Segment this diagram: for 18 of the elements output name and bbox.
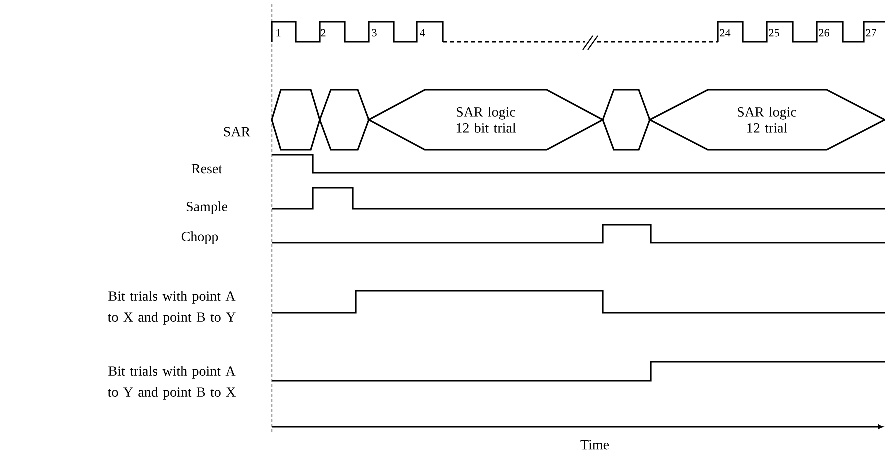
signal-label: SAR: [224, 127, 251, 137]
clock-number: 26: [819, 29, 830, 37]
clock-number: 2: [321, 29, 326, 37]
signal-label: Chopp: [182, 232, 218, 244]
clock-number: 4: [420, 29, 426, 37]
clock-number: 3: [372, 29, 377, 37]
signal-label: Bit trials with point A to Y and point B to X: [108, 366, 236, 400]
hexagon: [319, 89, 370, 151]
signal-label: Sample: [186, 202, 228, 214]
clock-number: 1: [276, 29, 281, 37]
clock-number: 24: [720, 29, 731, 37]
hexagon: [602, 89, 651, 151]
clock-number: 25: [769, 29, 780, 37]
clock-number: 27: [866, 29, 876, 37]
hexagon: [271, 89, 321, 151]
axis-label: Time: [580, 440, 610, 450]
signal-label: Reset: [192, 164, 222, 174]
signal-label: Bit trials with point A to X and point B to Y: [108, 291, 236, 325]
